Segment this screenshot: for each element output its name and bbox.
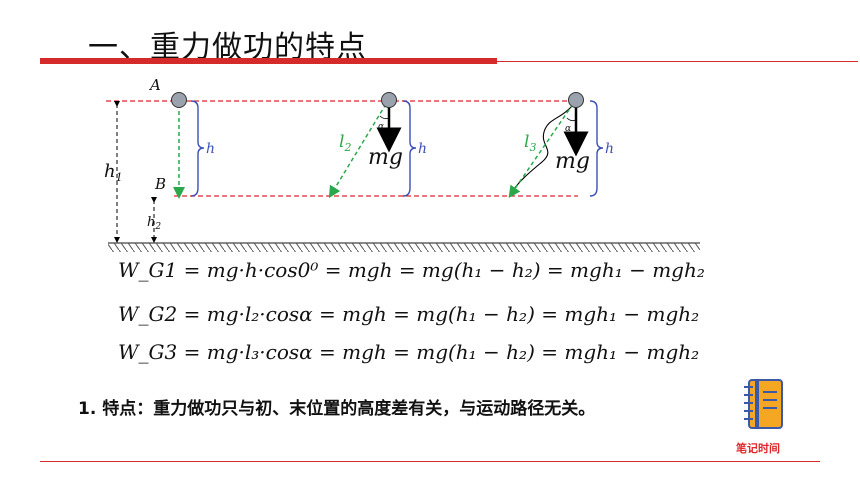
brace-3 bbox=[589, 100, 604, 197]
title-underline-bar bbox=[40, 58, 497, 64]
label-alpha-2: α bbox=[378, 122, 384, 132]
label-B: B bbox=[154, 175, 166, 193]
key-point-text: 1. 特点：重力做功只与初、末位置的高度差有关，与运动路径无关。 bbox=[78, 399, 596, 419]
title-underline bbox=[40, 58, 858, 64]
path-3-displacement bbox=[508, 103, 574, 198]
equation-wg1: W_G1 = mg·h·cos0⁰ = mgh = mg(h₁ − h₂) = … bbox=[118, 258, 705, 282]
path-3-curve bbox=[510, 103, 575, 194]
label-l2-sub: 2 bbox=[343, 141, 351, 154]
label-l3-sub: 3 bbox=[529, 141, 536, 154]
title-underline-rule bbox=[497, 61, 858, 62]
ball-3 bbox=[568, 92, 584, 108]
alpha-arc-2 bbox=[379, 115, 390, 120]
alpha-arc-3 bbox=[566, 117, 577, 122]
gravity-work-diagram: A B h h h h1 h2 l2 l3 mg mg α α bbox=[104, 76, 700, 252]
label-h-1: h bbox=[206, 141, 215, 157]
label-h2: h2 bbox=[147, 215, 161, 232]
brace-1 bbox=[190, 100, 205, 197]
notes-time-label: 笔记时间 bbox=[736, 442, 780, 455]
label-h1: h1 bbox=[104, 161, 123, 184]
equation-wg3: W_G3 = mg·l₃·cosα = mgh = mg(h₁ − h₂) = … bbox=[118, 340, 700, 364]
equation-wg2: W_G2 = mg·l₂·cosα = mgh = mg(h₁ − h₂) = … bbox=[118, 302, 700, 326]
ball-2 bbox=[381, 92, 397, 108]
label-h2-sub: 2 bbox=[154, 222, 161, 232]
path-2-incline bbox=[328, 103, 387, 199]
label-alpha-3: α bbox=[565, 124, 571, 134]
label-h-2: h bbox=[418, 141, 427, 157]
label-h-3: h bbox=[605, 141, 614, 157]
label-l3: l3 bbox=[524, 132, 536, 154]
notebook-icon bbox=[744, 379, 783, 429]
ball-1 bbox=[171, 92, 187, 108]
ground-hatch bbox=[108, 243, 700, 252]
brace-2 bbox=[402, 100, 417, 197]
label-mg-3: mg bbox=[555, 149, 590, 174]
footer-divider bbox=[40, 461, 820, 462]
label-h1-sub: 1 bbox=[116, 171, 123, 184]
label-mg-2: mg bbox=[368, 145, 403, 170]
label-l2: l2 bbox=[339, 132, 351, 154]
label-A: A bbox=[148, 76, 161, 94]
